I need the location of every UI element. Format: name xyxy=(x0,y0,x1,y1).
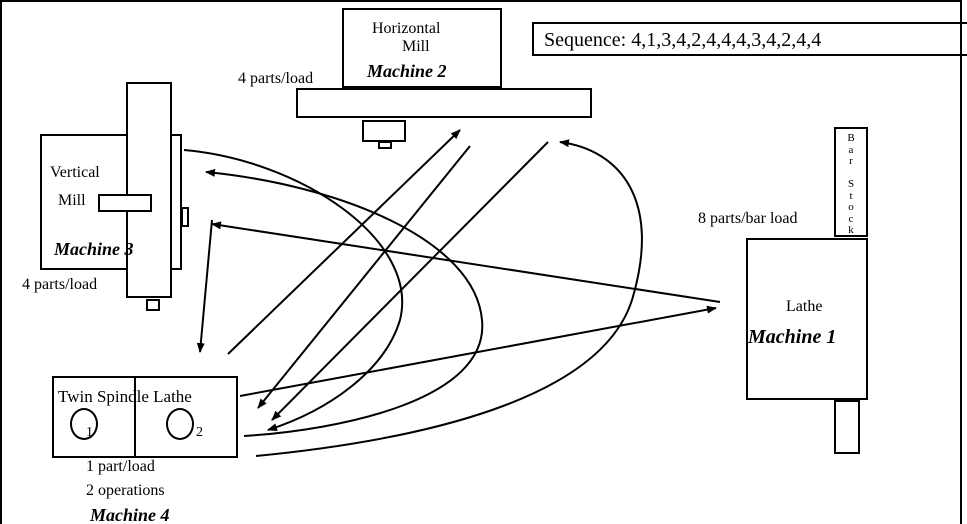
vertical-mill-label-2: Mill xyxy=(58,192,86,209)
arrow-m3-to-m4-curve xyxy=(183,149,404,432)
machine-2-name: Machine 2 xyxy=(367,61,447,81)
arrow-m3-to-m4 xyxy=(196,219,213,353)
sequence-box: Sequence: 4,1,3,4,2,4,4,4,3,4,2,4,4 xyxy=(532,22,967,56)
twin-spindle-divider xyxy=(134,376,136,458)
horizontal-mill-table xyxy=(296,88,592,118)
spindle-1-number: 1 xyxy=(86,425,93,440)
arrow-m4-to-m1 xyxy=(239,305,717,397)
vertical-mill-body xyxy=(40,134,182,270)
machine-1-name: Machine 1 xyxy=(748,326,837,348)
vertical-mill-spindle xyxy=(98,194,152,212)
machine-3-name: Machine 3 xyxy=(54,239,134,259)
lathe-body xyxy=(746,238,868,400)
horizontal-mill-label-1: Horizontal xyxy=(372,20,441,37)
arrow-m4-to-m2-curve xyxy=(255,139,643,457)
arrow-m4-to-m2-a xyxy=(227,129,461,355)
machine-3-load: 4 parts/load xyxy=(22,276,98,293)
vertical-mill-column xyxy=(126,82,172,298)
vertical-mill-side-tab xyxy=(181,207,189,227)
machine-1-load: 8 parts/bar load xyxy=(698,210,798,228)
twin-spindle-lathe xyxy=(52,376,238,458)
lathe-label: Lathe xyxy=(786,298,823,315)
arrow-m2-to-m4-a xyxy=(257,145,471,409)
horizontal-mill-label-2: Mill xyxy=(402,38,430,55)
twin-spindle-label: Twin Spindle Lathe xyxy=(58,387,192,406)
spindle-2-number: 2 xyxy=(196,425,203,440)
bar-stock: B a r S t o c k xyxy=(834,127,868,237)
arrow-m4-to-m3-curve xyxy=(205,168,484,437)
vertical-mill-foot xyxy=(146,299,160,311)
machine-4-name: Machine 4 xyxy=(90,505,170,524)
machine-4-load: 1 part/load xyxy=(86,458,155,475)
machine-2-load: 4 parts/load xyxy=(238,70,314,87)
spindle-1-circle xyxy=(70,408,98,440)
horizontal-mill-vise-base xyxy=(378,141,392,149)
spindle-2-circle xyxy=(166,408,194,440)
horizontal-mill-head xyxy=(342,8,502,88)
machine-4-ops: 2 operations xyxy=(86,482,165,499)
lathe-tailstock xyxy=(834,400,860,454)
arrow-m2-to-m4-b xyxy=(271,141,549,421)
arrow-m1-to-m3 xyxy=(211,221,721,303)
vertical-mill-label-1: Vertical xyxy=(50,164,100,182)
